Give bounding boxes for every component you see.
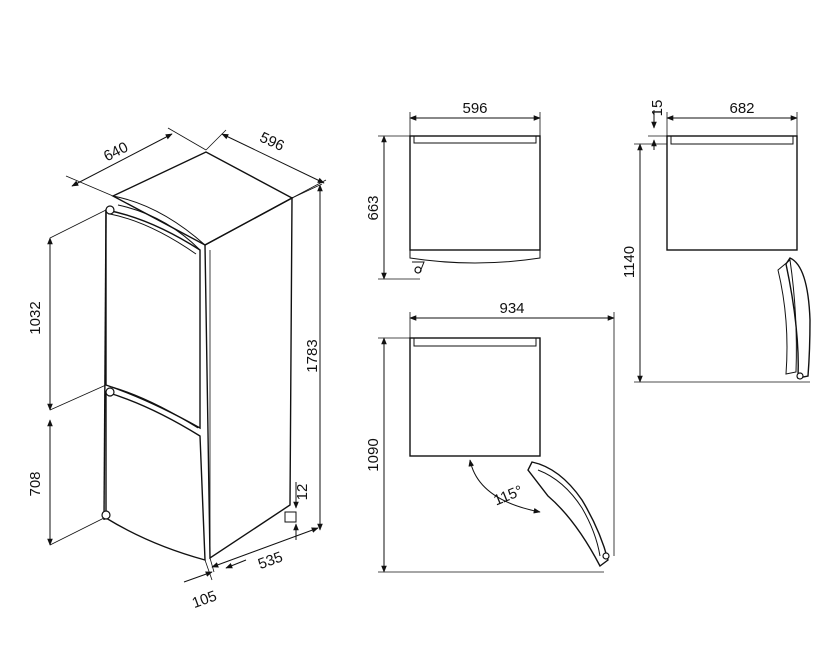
side-top-view: 682 15 1140	[621, 100, 811, 383]
dim-12-label: 12	[294, 484, 311, 501]
top-view-door-open: 115° 934 1090	[365, 300, 615, 573]
dim-934-label: 934	[499, 300, 524, 317]
dim-535-label: 535	[256, 549, 285, 574]
dim-640-label: 640	[101, 139, 131, 166]
dim-115-angle-label: 115°	[491, 482, 525, 509]
dim-708-label: 708	[27, 471, 44, 496]
dim-596-top-label: 596	[462, 100, 487, 117]
dim-663-label: 663	[365, 195, 382, 220]
dim-15-label: 15	[649, 100, 666, 117]
top-view-closed: 596 663	[365, 100, 541, 280]
dim-1090-label: 1090	[365, 438, 382, 471]
dim-1140-label: 1140	[621, 246, 638, 278]
dim-682-label: 682	[729, 100, 754, 117]
dim-105-label: 105	[190, 588, 219, 613]
isometric-dimensions: 640 596 1032 708 1783 12 535 105	[27, 127, 327, 613]
dim-1032-label: 1032	[27, 301, 44, 334]
dim-1783-label: 1783	[304, 339, 321, 372]
isometric-fridge-view	[101, 151, 297, 561]
dim-596-iso-label: 596	[257, 129, 287, 155]
